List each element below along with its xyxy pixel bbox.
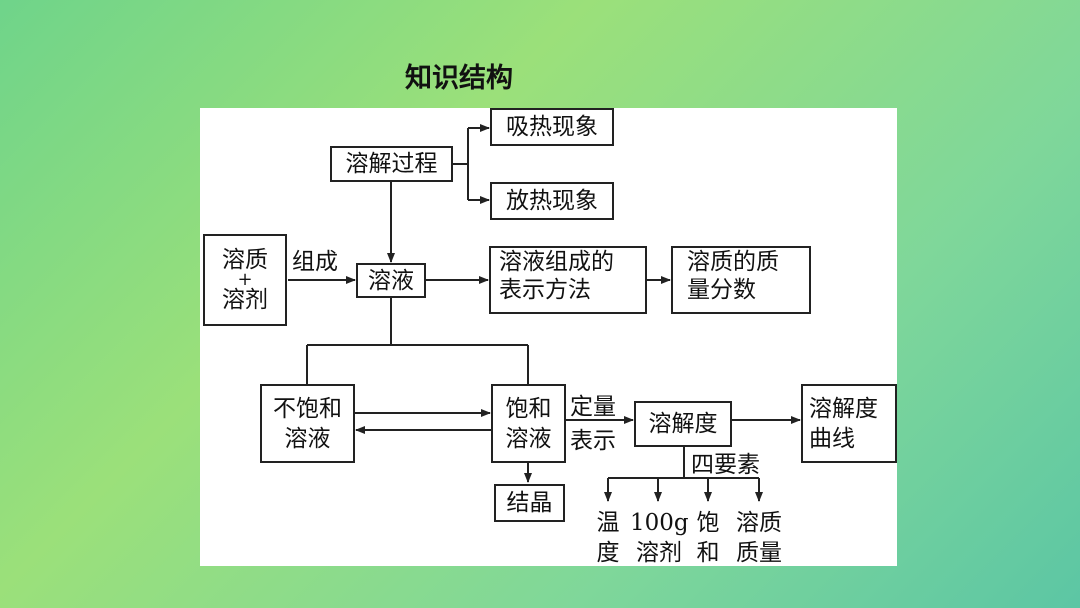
node-solubility: 溶解度 <box>634 401 732 447</box>
node-label: 溶剂 <box>222 287 268 313</box>
edge-label-line: 定量 <box>570 394 616 420</box>
connector-layer <box>288 124 801 502</box>
edge-label-quantitative: 定量 表示 <box>570 390 616 458</box>
element-line: 饱 <box>696 510 720 536</box>
node-label: 饱和 <box>505 395 552 422</box>
knowledge-structure-diagram: 溶解过程 吸热现象 放热现象 溶质 + 溶剂 溶液 溶液组成的 表示方法 溶质的… <box>200 108 897 566</box>
node-label: 溶解度 <box>648 411 718 437</box>
node-unsaturated-solution: 不饱和 溶液 <box>260 384 355 463</box>
edge-label-line: 表示 <box>570 428 616 454</box>
element-line: 100g <box>630 510 689 536</box>
node-mass-fraction: 溶质的质 量分数 <box>671 246 811 314</box>
element-solute-mass: 溶质 质量 <box>730 508 788 568</box>
node-dissolution-process: 溶解过程 <box>330 146 453 182</box>
node-label: 量分数 <box>687 277 756 303</box>
node-endothermic: 吸热现象 <box>490 108 614 146</box>
element-saturated: 饱 和 <box>691 508 725 568</box>
node-exothermic: 放热现象 <box>490 182 614 220</box>
element-100g-solvent: 100g 溶剂 <box>630 508 689 568</box>
node-label: 溶质的质 <box>687 249 779 275</box>
node-label: 放热现象 <box>506 188 598 214</box>
node-solution: 溶液 <box>356 263 426 298</box>
node-label: + <box>237 269 253 290</box>
page-title: 知识结构 <box>405 63 513 94</box>
node-solute-solvent: 溶质 + 溶剂 <box>203 234 287 326</box>
node-solubility-curve: 溶解度 曲线 <box>801 384 897 463</box>
edge-label-compose: 组成 <box>292 249 338 275</box>
element-line: 溶剂 <box>636 540 682 566</box>
element-line: 溶质 <box>736 510 782 536</box>
element-line: 度 <box>596 540 620 566</box>
node-label: 溶质 <box>222 247 268 273</box>
node-label: 吸热现象 <box>506 114 598 140</box>
node-label: 曲线 <box>809 426 855 452</box>
edge-label-four-elements: 四要素 <box>691 452 760 478</box>
element-line: 质量 <box>736 540 782 566</box>
node-composition-method: 溶液组成的 表示方法 <box>489 246 647 314</box>
node-label: 溶解度 <box>809 396 878 422</box>
node-label: 表示方法 <box>499 277 591 303</box>
node-label: 结晶 <box>506 490 553 516</box>
node-label: 溶液 <box>284 425 331 452</box>
element-line: 温 <box>596 510 620 536</box>
element-line: 和 <box>696 540 720 566</box>
node-label: 溶解过程 <box>345 151 438 177</box>
node-label: 不饱和 <box>273 395 342 422</box>
node-label: 溶液组成的 <box>499 249 614 275</box>
node-crystallization: 结晶 <box>494 484 565 522</box>
node-label: 溶液 <box>368 267 414 294</box>
node-label: 溶液 <box>505 425 552 452</box>
node-saturated-solution: 饱和 溶液 <box>491 384 566 463</box>
element-temperature: 温 度 <box>590 508 626 568</box>
